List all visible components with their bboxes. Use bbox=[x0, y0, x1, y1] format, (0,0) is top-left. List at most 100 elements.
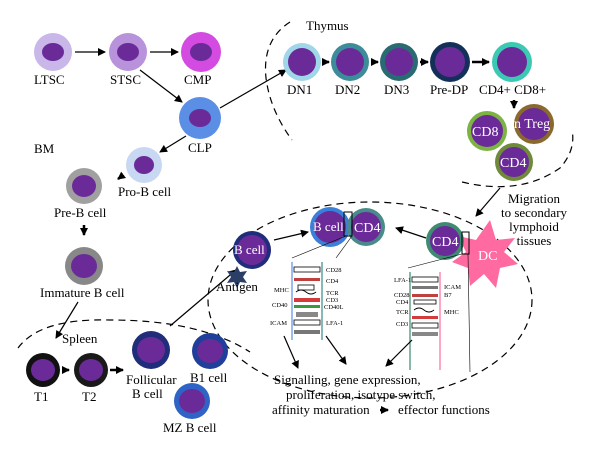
svg-text:Signalling, gene expression,: Signalling, gene expression, bbox=[274, 372, 421, 387]
cd4-synapse-label: CD4 bbox=[354, 221, 380, 236]
zoom-line-right-b bbox=[467, 253, 471, 373]
cell-cd8 bbox=[467, 111, 507, 151]
arrow-migration bbox=[475, 187, 501, 217]
dn3-label: DN3 bbox=[384, 82, 409, 97]
cell-t2 bbox=[74, 353, 108, 387]
cell-bcell-antigen bbox=[233, 231, 271, 269]
svg-text:CD40L: CD40L bbox=[324, 304, 344, 311]
zoom-line-left-b bbox=[335, 235, 353, 259]
synapse-contact-box bbox=[343, 211, 353, 237]
outcome-tail: effector functions bbox=[398, 402, 490, 417]
cell-prob bbox=[126, 147, 162, 183]
ltsc-label: LTSC bbox=[34, 72, 65, 87]
cell-b1 bbox=[192, 333, 228, 369]
thymus-bottom-boundary bbox=[461, 129, 574, 188]
outcome-text: Signalling, gene expression, proliferati… bbox=[272, 372, 435, 417]
cell-follicular-b bbox=[132, 331, 170, 369]
b1-label: B1 cell bbox=[190, 370, 228, 385]
svg-text:tissues: tissues bbox=[517, 233, 552, 248]
bcell-synapse-label: B cell bbox=[313, 219, 344, 234]
svg-text:CD3: CD3 bbox=[396, 321, 408, 328]
svg-text:affinity maturation: affinity maturation bbox=[272, 402, 370, 417]
receptor-labels-right: LFA-1 ICAM CD28 B7 CD4 TCR MHC CD3 bbox=[394, 277, 461, 328]
svg-text:CD4: CD4 bbox=[396, 299, 409, 306]
clp-label: CLP bbox=[188, 140, 212, 155]
svg-text:ICAM: ICAM bbox=[444, 284, 461, 291]
immatureb-label: Immature B cell bbox=[40, 285, 125, 300]
cell-clp bbox=[179, 97, 221, 139]
thymus-label: Thymus bbox=[306, 18, 349, 33]
follicular-label-line1: Follicular bbox=[126, 372, 177, 387]
svg-text:CD40: CD40 bbox=[272, 302, 288, 309]
cell-mzb bbox=[174, 383, 210, 419]
arrow-follicular-bcell bbox=[169, 269, 237, 327]
arrow-clp-prob bbox=[159, 135, 187, 153]
t2-label: T2 bbox=[82, 389, 96, 404]
cell-cd4-dc bbox=[426, 222, 464, 260]
svg-text:MHC: MHC bbox=[274, 287, 289, 294]
svg-text:proliferation, isotype switch,: proliferation, isotype switch, bbox=[286, 387, 435, 402]
arrow-stsc-clp bbox=[139, 69, 183, 103]
cd4-thymus-label: CD4 bbox=[500, 156, 526, 171]
cell-dn1 bbox=[283, 43, 321, 81]
t1-label: T1 bbox=[34, 389, 48, 404]
arrow-dc-synapse bbox=[395, 226, 427, 239]
cell-preb bbox=[66, 168, 102, 204]
dn1-label: DN1 bbox=[287, 82, 312, 97]
stsc-label: STSC bbox=[110, 72, 141, 87]
svg-text:CD3: CD3 bbox=[326, 297, 338, 304]
svg-text:CD28: CD28 bbox=[326, 267, 342, 274]
receptor-panel-right bbox=[409, 272, 441, 370]
svg-text:CD4: CD4 bbox=[326, 278, 339, 285]
ntreg-label: n Treg bbox=[514, 117, 550, 132]
antigen-label: Antigen bbox=[216, 279, 258, 294]
cell-stsc bbox=[109, 33, 147, 71]
receptor-labels-left: CD28 CD4 MHC TCR CD3 CD40 CD40L ICAM LFA… bbox=[270, 267, 344, 327]
cd8-label: CD8 bbox=[472, 125, 498, 140]
svg-text:TCR: TCR bbox=[326, 290, 339, 297]
cd4cd8-label: CD4+ CD8+ bbox=[479, 82, 546, 97]
receptor-panel-left bbox=[291, 262, 323, 340]
spleen-label: Spleen bbox=[62, 331, 98, 346]
arrow-prob-preb bbox=[117, 171, 126, 180]
follicular-label-line2: B cell bbox=[132, 386, 163, 401]
arrow-left-panel-outcome-a bbox=[283, 335, 299, 369]
cell-dn3 bbox=[380, 43, 418, 81]
svg-text:TCR: TCR bbox=[396, 309, 409, 316]
secondary-lymphoid-boundary bbox=[207, 201, 533, 399]
svg-text:LFA-1: LFA-1 bbox=[394, 277, 411, 284]
cell-ntreg bbox=[514, 104, 554, 144]
predp-label: Pre-DP bbox=[430, 82, 468, 97]
cell-bcell-synapse bbox=[310, 207, 350, 247]
cell-immatureb bbox=[65, 247, 103, 285]
svg-text:CD28: CD28 bbox=[394, 292, 410, 299]
cell-predp bbox=[430, 42, 470, 82]
cmp-label: CMP bbox=[184, 72, 211, 87]
zoom-line-right-a bbox=[407, 253, 463, 269]
thymus-boundary bbox=[264, 21, 293, 141]
cell-cd4-synapse bbox=[347, 208, 385, 246]
migration-label: Migration to secondary lymphoid tissues bbox=[501, 191, 568, 248]
arrow-immature-spleen bbox=[55, 301, 79, 339]
svg-text:B7: B7 bbox=[444, 292, 452, 299]
svg-text:lymphoid: lymphoid bbox=[509, 219, 559, 234]
dc-label: DC bbox=[478, 249, 497, 264]
zoom-line-left-a bbox=[291, 235, 347, 259]
svg-text:MHC: MHC bbox=[444, 309, 459, 316]
antigen-icon bbox=[227, 266, 247, 288]
cell-cd4cd8 bbox=[492, 42, 532, 82]
cell-dn2 bbox=[331, 43, 369, 81]
svg-text:ICAM: ICAM bbox=[270, 320, 287, 327]
dn2-label: DN2 bbox=[335, 82, 360, 97]
prob-label: Pro-B cell bbox=[118, 184, 171, 199]
cell-cmp bbox=[181, 32, 221, 72]
cell-t1 bbox=[26, 353, 60, 387]
preb-label: Pre-B cell bbox=[54, 205, 107, 220]
arrow-bcell-synapse bbox=[273, 229, 309, 241]
bcell-label: B cell bbox=[234, 242, 265, 257]
svg-text:to secondary: to secondary bbox=[501, 205, 568, 220]
cell-cd4-thymus bbox=[495, 143, 533, 181]
arrow-clp-dn1 bbox=[219, 69, 287, 109]
svg-text:Migration: Migration bbox=[508, 191, 560, 206]
